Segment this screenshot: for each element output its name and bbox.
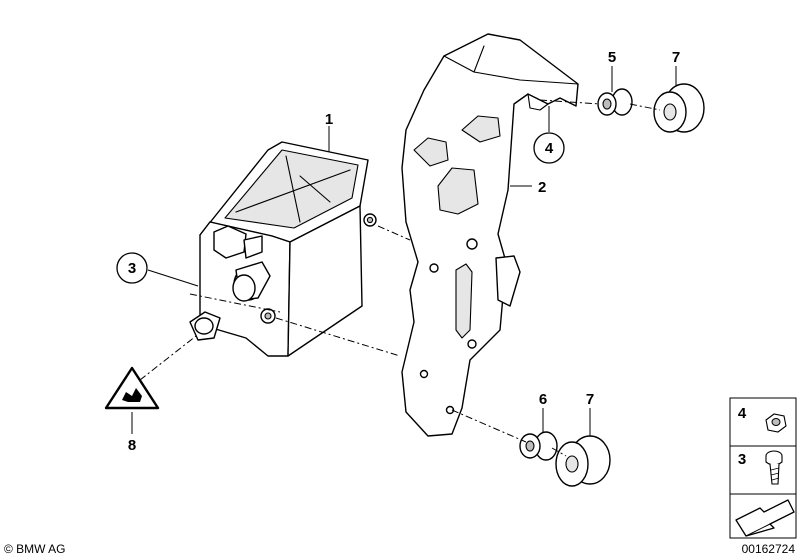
callout-4: 4	[545, 140, 554, 157]
callout-7-top: 7	[672, 49, 680, 66]
callout-labels: 1 2 3 4 5 7 6 7 8	[116, 49, 680, 454]
callout-7-bottom: 7	[586, 391, 594, 408]
part-5-grommet[interactable]	[597, 88, 633, 116]
part-7-rubber-mount-bottom[interactable]	[555, 435, 611, 487]
legend-label-nut: 4	[738, 405, 747, 422]
callout-4-circle	[533, 132, 565, 164]
part-6-bush[interactable]	[519, 431, 558, 461]
part-8-warning-label[interactable]	[104, 366, 160, 410]
legend-label-bolt: 3	[738, 451, 746, 468]
part-7-rubber-mount-top[interactable]	[653, 83, 705, 133]
hardware-legend: 4 3	[729, 397, 797, 539]
callout-3: 3	[128, 260, 136, 277]
leader-lines	[131, 66, 677, 436]
callout-6: 6	[539, 391, 547, 408]
callout-8: 8	[128, 437, 136, 454]
copyright-text: © BMW AG	[4, 542, 66, 556]
callout-3-circle	[116, 252, 148, 284]
direction-arrow-icon	[735, 499, 795, 537]
assembly-lines	[139, 99, 661, 457]
bolt-icon	[765, 450, 783, 485]
nut-icon	[765, 413, 787, 433]
drawing-number: 00162724	[742, 542, 796, 556]
callout-5: 5	[608, 49, 616, 66]
callout-1: 1	[325, 111, 333, 128]
part-1-control-unit[interactable]	[189, 141, 377, 357]
callout-2: 2	[538, 179, 546, 196]
warning-symbol-icon	[122, 388, 142, 402]
part-2-bracket[interactable]	[401, 33, 579, 437]
